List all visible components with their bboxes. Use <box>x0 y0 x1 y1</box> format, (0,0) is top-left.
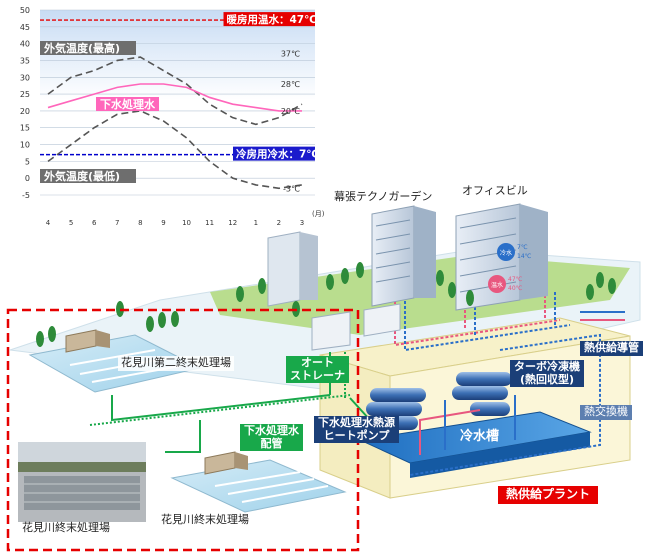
tree <box>326 274 334 290</box>
annotation-2: 20℃ <box>281 107 300 116</box>
series-label-bg <box>40 41 136 55</box>
x-tick-label: 6 <box>92 219 97 227</box>
series-label-bg <box>40 169 136 183</box>
x-tick-label: 2 <box>277 219 281 227</box>
y-tick-label: -5 <box>22 191 30 200</box>
bldg-label-office: オフィスビル <box>462 184 528 197</box>
label-plant-final: 花見川終末処理場 <box>158 513 252 528</box>
y-tick-label: 10 <box>20 141 30 150</box>
treatment-plant-final <box>170 451 347 513</box>
cold-temp2-label: 14℃ <box>517 253 532 260</box>
series-label-2: 外気温度(最低) <box>43 169 120 183</box>
bldg-label-techno-garden: 幕張テクノガーデン <box>334 190 433 203</box>
tree <box>146 316 154 332</box>
label-heat-pump: 下水処理水熱源 ヒートポンプ <box>314 416 399 444</box>
x-tick-label: 4 <box>46 219 51 227</box>
label-plant2: 花見川第二終末処理場 <box>118 356 234 371</box>
chilled-tank-face <box>410 432 590 478</box>
annotation-0: 37℃ <box>281 50 300 59</box>
reference-label-0: 暖房用温水：47℃ <box>227 13 317 26</box>
y-tick-label: 40 <box>20 40 30 49</box>
hot-badge <box>488 275 506 293</box>
tree <box>608 278 616 294</box>
tree <box>586 284 594 300</box>
reference-label-bg <box>223 12 315 27</box>
hot-badge-label: 温水 <box>491 281 503 289</box>
y-tick-label: 5 <box>25 157 30 166</box>
series-label-1: 下水処理水 <box>100 97 156 111</box>
y-axis-ticks: -5 0 5 10 15 20 25 30 35 40 45 50 <box>20 6 30 200</box>
office-building <box>455 203 548 311</box>
x-tick-label: 10 <box>182 219 191 227</box>
x-axis-unit: (月) <box>312 210 325 218</box>
label-heat-exchanger: 熱交換機 <box>580 405 632 420</box>
tree <box>171 311 179 327</box>
plant-photo <box>18 442 146 522</box>
y-tick-label: 0 <box>25 174 30 183</box>
x-tick-label: 7 <box>115 219 119 227</box>
label-auto-strainer: オート ストレーナ <box>286 356 349 384</box>
turbo-chiller-cylinders <box>452 372 512 416</box>
tree <box>448 282 456 298</box>
x-tick-label: 9 <box>161 219 165 227</box>
tree <box>596 272 604 288</box>
y-tick-label: 20 <box>20 107 30 116</box>
y-tick-label: 25 <box>20 90 30 99</box>
x-tick-label: 11 <box>205 219 214 227</box>
y-tick-label: 50 <box>20 6 30 15</box>
x-tick-label: 12 <box>228 219 237 227</box>
tree <box>341 268 349 284</box>
hot-temp-label: 47℃ <box>508 276 523 283</box>
series-line-0 <box>47 56 303 126</box>
office-badges: 冷水 温水 7℃ 14℃ 47℃ 40℃ <box>488 243 532 293</box>
series-line-2 <box>47 110 303 190</box>
techno-garden-buildings <box>267 205 436 351</box>
chart-annotations: 37℃ 28℃ 20℃ -3℃ <box>281 50 300 194</box>
hot-temp2-label: 40℃ <box>508 285 523 292</box>
treatment-plant-2 <box>28 329 202 393</box>
reference-label-bg <box>233 146 315 161</box>
label-heat-plant: 熱供給プラント <box>498 486 599 504</box>
tree <box>466 290 474 306</box>
cold-temp-label: 7℃ <box>517 244 528 251</box>
series-label-0: 外気温度(最高) <box>43 41 120 55</box>
y-tick-label: 15 <box>20 124 30 133</box>
series-line-1 <box>47 83 302 112</box>
chart-gridlines <box>40 9 315 196</box>
tree <box>258 278 266 294</box>
x-tick-label: 8 <box>138 219 142 227</box>
reference-label-1: 冷房用冷水：7℃ <box>236 148 319 161</box>
x-tick-label: 1 <box>254 219 258 227</box>
label-sewage-pipe: 下水処理水 配管 <box>240 424 303 452</box>
tree <box>48 326 56 342</box>
label-chilled-tank: 冷水槽 <box>460 429 500 444</box>
photo-caption: 花見川終末処理場 <box>22 521 110 534</box>
y-tick-label: 35 <box>20 56 30 65</box>
label-turbo-chiller: ターボ冷凍機 (熱回収型) <box>510 360 584 388</box>
label-heat-conduit: 熱供給導管 <box>580 341 643 356</box>
x-tick-label: 3 <box>300 219 304 227</box>
annotation-3: -3℃ <box>283 184 300 193</box>
x-tick-label: 5 <box>69 219 73 227</box>
tree <box>436 270 444 286</box>
y-tick-label: 30 <box>20 73 30 82</box>
y-tick-label: 45 <box>20 23 30 32</box>
series-label-bg <box>96 97 159 111</box>
annotation-1: 28℃ <box>281 80 300 89</box>
cold-badge <box>497 243 515 261</box>
tree <box>158 312 166 328</box>
tree <box>356 262 364 278</box>
tree <box>236 286 244 302</box>
tree <box>36 331 44 347</box>
cold-badge-label: 冷水 <box>500 249 512 257</box>
reference-lines: 暖房用温水：47℃ 冷房用冷水：7℃ <box>40 12 319 161</box>
